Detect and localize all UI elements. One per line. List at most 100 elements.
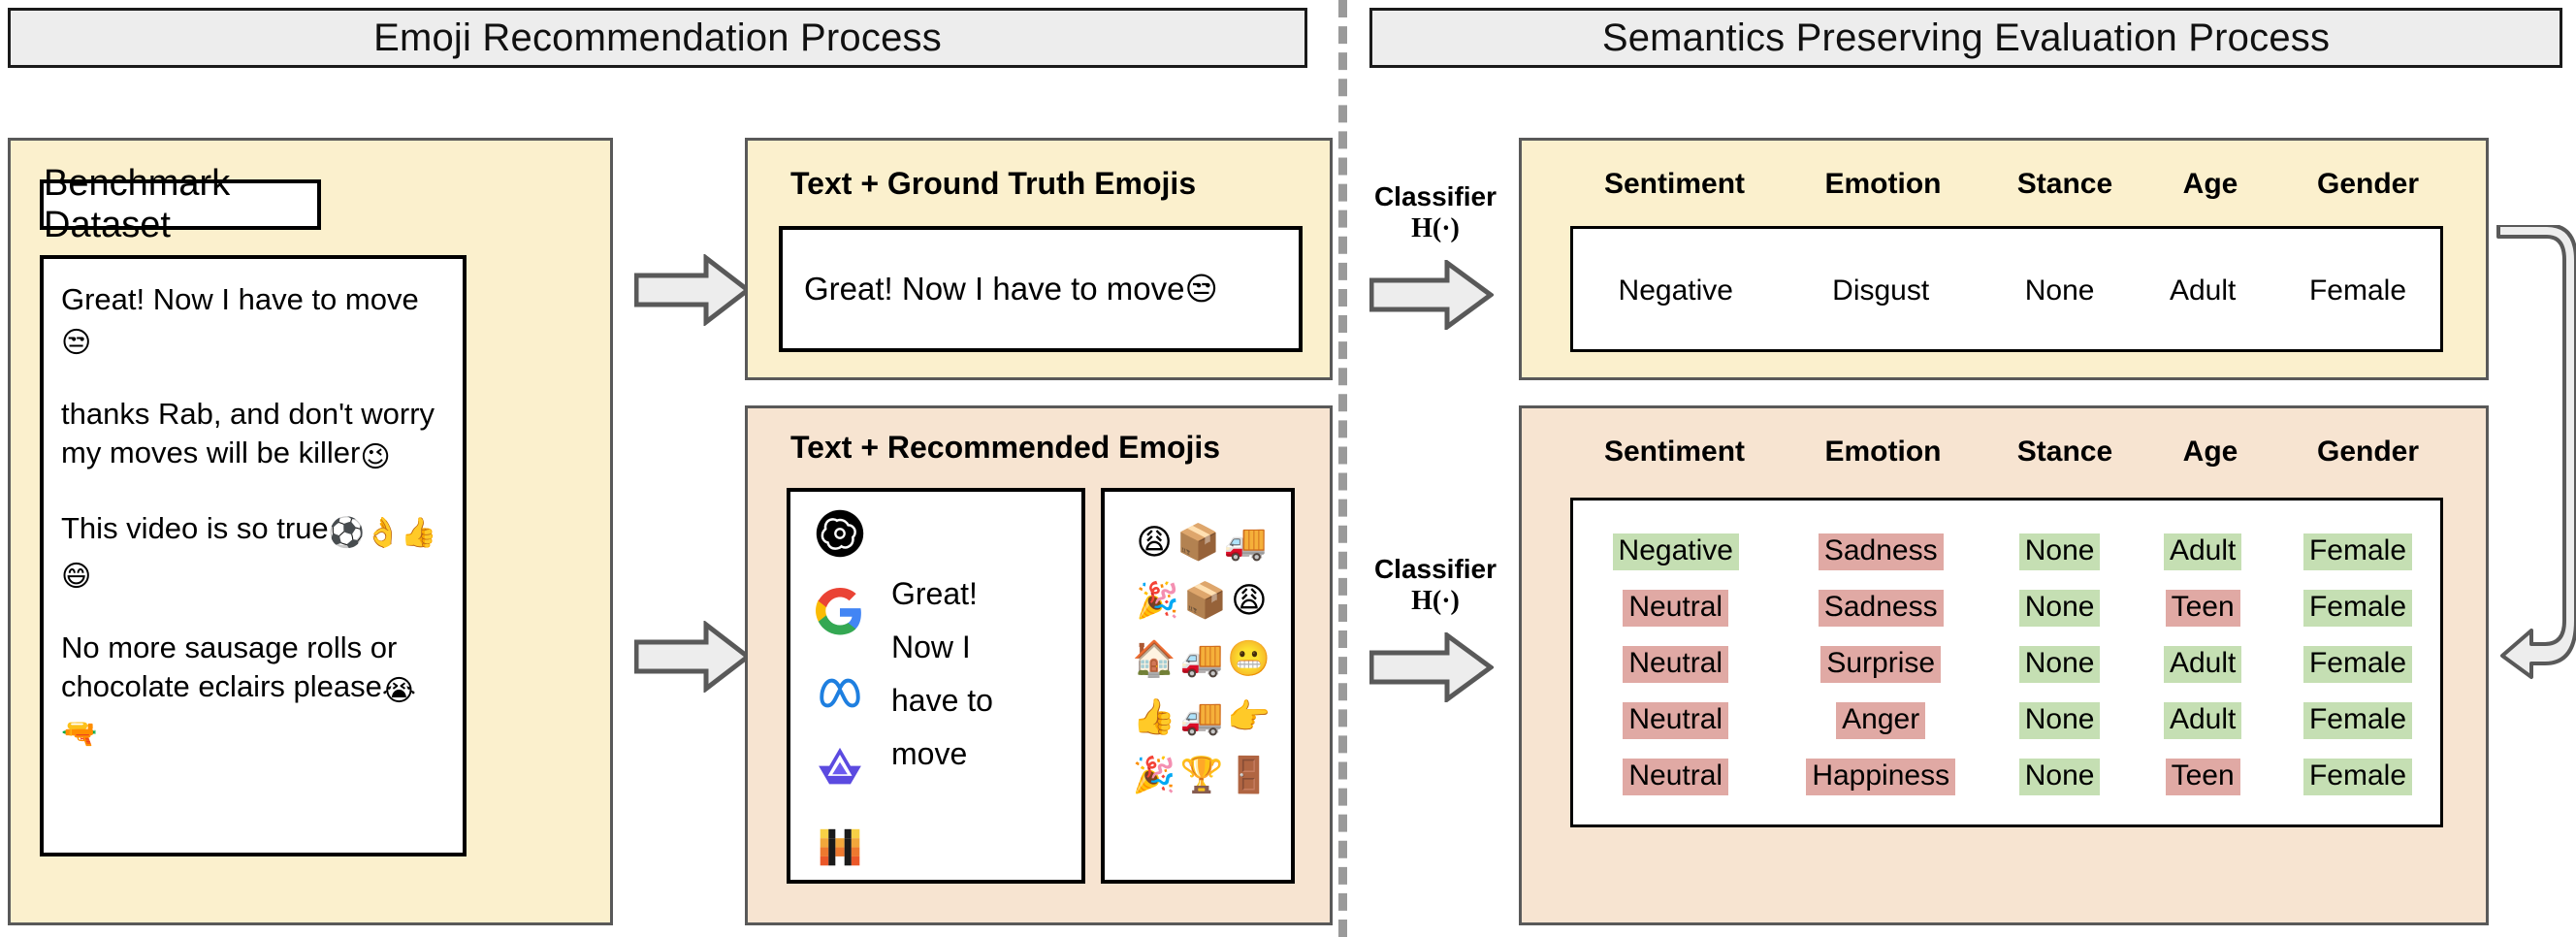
table-value-mismatch: Neutral — [1623, 702, 1729, 739]
table-value-mismatch: Surprise — [1820, 646, 1942, 683]
predicted-column-emotion: Emotion — [1824, 436, 1942, 468]
table-value-match: None — [2018, 646, 2101, 683]
recommended-emoji: 🚚 — [1179, 696, 1224, 736]
table-value: Disgust — [1832, 275, 1930, 307]
recommended-input-text-line: move — [891, 736, 968, 772]
arrow-classifier-bottom — [1369, 632, 1494, 702]
table-value-mismatch: Happiness — [1806, 759, 1956, 795]
table-cell: None — [1983, 646, 2136, 683]
table-cell: Adult — [2136, 646, 2270, 683]
classifier-label-top: Classifier H(·) — [1358, 180, 1513, 244]
table-value-match: Female — [2302, 759, 2413, 795]
recommended-emoji: 🚚 — [1223, 522, 1268, 562]
table-value-match: Adult — [2163, 533, 2242, 570]
table-row: Neutral Anger None Adult Female — [1573, 693, 2446, 749]
table-value-match: None — [2018, 590, 2101, 627]
ground-truth-input-title: Text + Ground Truth Emojis — [790, 166, 1197, 201]
table-value-mismatch: Sadness — [1818, 533, 1944, 570]
table-cell: Female — [2270, 274, 2446, 310]
table-cell: Negative — [1573, 274, 1778, 310]
table-cell: Female — [2270, 646, 2446, 683]
openai-logo-icon — [816, 509, 864, 558]
recommended-emoji: 📦 — [1175, 522, 1220, 562]
table-cell: Negative — [1573, 533, 1778, 570]
benchmark-dataset-panel: Benchmark Dataset Great! Now I have to m… — [8, 138, 613, 925]
recommended-input-text-line: have to — [891, 683, 993, 719]
recommended-input-text-line: Now I — [891, 630, 971, 665]
table-cell: Anger — [1778, 702, 1982, 739]
table-cell: Adult — [2136, 533, 2270, 570]
recommended-emoji: 🎉 — [1132, 755, 1176, 794]
table-value-match: None — [2018, 533, 2101, 570]
table-cell: Sadness — [1778, 590, 1982, 627]
table-cell: Disgust — [1778, 274, 1982, 310]
table-value-match: Female — [2302, 646, 2413, 683]
benchmark-posts-box: Great! Now I have to move 😒 thanks Rab, an… — [40, 255, 467, 856]
table-value-match: Female — [2302, 702, 2413, 739]
table-value-mismatch: Neutral — [1623, 759, 1729, 795]
classifier-label-top-line1: Classifier — [1373, 181, 1497, 211]
table-cell: Neutral — [1573, 646, 1778, 683]
post-list: Great! Now I have to move 😒 thanks Rab, an… — [61, 280, 445, 753]
right-section-header: Semantics Preserving Evaluation Process — [1369, 8, 2562, 68]
google-logo-icon — [816, 587, 864, 636]
table-cell: Adult — [2136, 702, 2270, 739]
benchmark-post: No more sausage rolls or chocolate eclai… — [61, 629, 445, 753]
recommended-emoji-row: 👍🚚👉 — [1105, 688, 1299, 746]
table-value: None — [2024, 275, 2095, 307]
benchmark-post-emojis: 😒 — [61, 326, 92, 359]
recommended-emoji-row: 🎉📦😩 — [1105, 571, 1299, 630]
arrow-to-recommended — [634, 621, 751, 693]
recommended-emoji-row: 😩📦🚚 — [1105, 513, 1299, 571]
classifier-label-bottom-line1: Classifier — [1373, 554, 1497, 584]
recommended-emoji: 😩 — [1136, 522, 1173, 562]
table-cell: Female — [2270, 590, 2446, 627]
recommended-emoji-row: 🏠🚚😬 — [1105, 630, 1299, 688]
benchmark-post-emojis: 😭🔫 — [61, 674, 416, 750]
recommended-emoji: 😩 — [1231, 580, 1268, 620]
table-value-match: Adult — [2163, 646, 2242, 683]
comparison-feedback-arrow — [2496, 225, 2576, 679]
table-value-match: Adult — [2163, 702, 2242, 739]
ground-truth-input-panel: Text + Ground Truth Emojis Great! Now I … — [745, 138, 1333, 380]
ground-truth-column-sentiment: Sentiment — [1603, 168, 1746, 200]
arrow-classifier-top — [1369, 260, 1494, 330]
benchmark-post-emojis: 😉 — [360, 440, 391, 473]
table-cell: Teen — [2136, 590, 2270, 627]
recommended-emoji: 🎉 — [1136, 580, 1180, 620]
table-value-match: None — [2018, 759, 2101, 795]
table-cell: None — [1983, 274, 2136, 310]
table-value-match: None — [2018, 702, 2101, 739]
recommended-emoji: 🚚 — [1179, 638, 1224, 678]
model-logo-column — [808, 509, 872, 870]
ground-truth-input-box: Great! Now I have to move😒 — [779, 226, 1303, 352]
benchmark-post-text: This video is so true — [61, 511, 329, 546]
left-section-header-label: Emoji Recommendation Process — [373, 16, 942, 59]
table-value-mismatch: Sadness — [1818, 590, 1944, 627]
benchmark-post-emojis: ⚽👌👍😄 — [61, 517, 437, 593]
predicted-column-stance: Stance — [2016, 436, 2113, 468]
mistral-logo-icon — [816, 822, 864, 870]
predicted-column-gender: Gender — [2316, 436, 2420, 468]
benchmark-post: thanks Rab, and don't worry my moves wil… — [61, 395, 445, 476]
table-cell: Female — [2270, 702, 2446, 739]
arrow-to-ground-truth — [634, 254, 751, 326]
table-value-mismatch: Neutral — [1623, 646, 1729, 683]
table-cell: Neutral — [1573, 702, 1778, 739]
table-value-match: Negative — [1612, 533, 1739, 570]
table-value-mismatch: Anger — [1836, 702, 1926, 739]
table-value-mismatch: Teen — [2165, 590, 2240, 627]
benchmark-post-text: No more sausage rolls or chocolate eclai… — [61, 630, 398, 703]
recommended-emoji: 🏠 — [1132, 638, 1176, 678]
benchmark-post-text: Great! Now I have to move — [61, 282, 419, 316]
recommended-input-title: Text + Recommended Emojis — [790, 430, 1221, 465]
